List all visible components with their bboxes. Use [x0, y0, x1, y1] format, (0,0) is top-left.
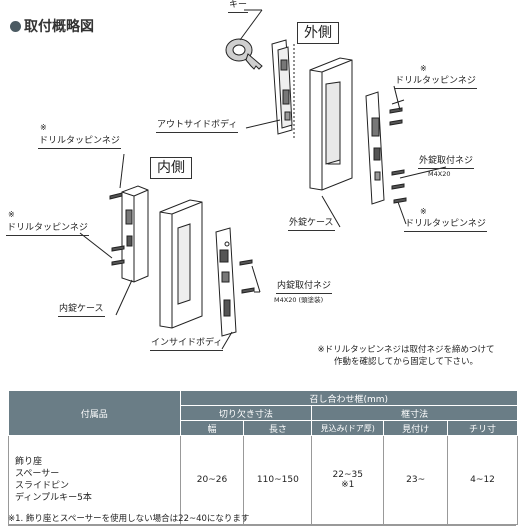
- outside-frame-drawing: [309, 57, 353, 191]
- star-mark: ※: [420, 207, 427, 216]
- diagram-drawing: [79, 9, 447, 350]
- diagram-heading: 取付概略図: [10, 16, 94, 36]
- drill-screw-label-right: ドリルタッピンネジ: [404, 219, 487, 232]
- inner-lock-screws: [239, 259, 255, 294]
- accessory-item: ディンプルキー5本: [15, 493, 92, 503]
- inside-body-label: インサイドボディ: [150, 338, 224, 351]
- heading-text: 取付概略図: [24, 19, 94, 35]
- depth-note: ※1: [341, 480, 355, 490]
- screw-note: ※ドリルタッピンネジは取付ネジを締めつけて 作動を確認してから固定して下さい。: [286, 344, 526, 368]
- inner-lock-screw-size-text: M4X20: [274, 296, 297, 304]
- depth-value: 22~35: [332, 470, 363, 480]
- outside-title: 外側: [297, 22, 339, 44]
- inner-lock-case-drawing: [121, 185, 149, 283]
- spec-table: 付属品 召し合わせ框(mm) 切り欠き寸法 框寸法 幅 長さ 見込み(ドア厚) …: [8, 390, 519, 525]
- length-cell: 110~150: [243, 435, 313, 525]
- outer-lock-screw-size: M4X20: [428, 170, 451, 178]
- outside-screws: [389, 99, 407, 204]
- col-length-header: 長さ: [243, 420, 313, 436]
- drill-screw-label-top: ドリルタッピンネジ: [394, 76, 477, 89]
- drill-screw-label-inside-top: ドリルタッピンネジ: [38, 136, 121, 149]
- chiri-cell: 4~12: [447, 435, 518, 525]
- inside-body-drawing: [215, 227, 237, 337]
- outside-body-label: アウトサイドボディ: [156, 120, 239, 133]
- inner-lock-screw-size: M4X20 (頭塗装): [274, 296, 323, 304]
- star-mark: ※: [40, 123, 47, 132]
- note-line-1: ※ドリルタッピンネジは取付ネジを締めつけて: [317, 345, 495, 355]
- accessories-header: 付属品: [8, 390, 181, 436]
- depth-cell: 22~35 ※1: [311, 435, 385, 525]
- frame-header: 召し合わせ框(mm): [179, 390, 519, 406]
- width-cell: 20~26: [179, 435, 245, 525]
- accessory-item: スライドピン: [15, 481, 70, 491]
- col-depth-header: 見込み(ドア厚): [311, 420, 385, 436]
- outer-lock-screw-label: 外錠取付ネジ: [418, 156, 475, 169]
- cut-header: 切り欠き寸法: [179, 405, 313, 421]
- drill-screw-label-inside-left: ドリルタッピンネジ: [6, 223, 89, 236]
- inner-lock-case-label: 内錠ケース: [58, 304, 105, 317]
- footnote: ※1. 飾り座とスペーサーを使用しない場合は22~40になります: [8, 512, 516, 526]
- key-drawing: [225, 38, 263, 70]
- table-row: 飾り座 スペーサー スライドピン ディンプルキー5本 20~26 110~150…: [8, 435, 518, 525]
- star-mark: ※: [8, 210, 15, 219]
- accessories-cell: 飾り座 スペーサー スライドピン ディンプルキー5本: [8, 435, 181, 525]
- note-line-2: 作動を確認してから固定して下さい。: [334, 357, 478, 367]
- frame-dim-header: 框寸法: [311, 405, 518, 421]
- installation-diagram: 取付概略図 外側 内側 キー アウトサイドボディ ※ ドリルタッピンネジ 外錠取…: [6, 0, 526, 368]
- col-face-header: 見付け: [383, 420, 449, 436]
- col-chiri-header: チリ寸: [447, 420, 518, 436]
- outside-body-drawing: [271, 39, 295, 140]
- outer-lock-case-label: 外錠ケース: [288, 218, 335, 231]
- accessory-item: スペーサー: [15, 469, 60, 479]
- inside-title: 内側: [150, 157, 192, 179]
- inside-frame-drawing: [159, 199, 203, 329]
- star-mark: ※: [420, 64, 427, 73]
- key-label: キー: [228, 0, 249, 13]
- bullet-icon: [10, 20, 21, 32]
- face-cell: 23~: [383, 435, 449, 525]
- outer-lock-drawing: [365, 91, 385, 205]
- col-width-header: 幅: [179, 420, 245, 436]
- inner-lock-screw-label: 内錠取付ネジ: [276, 281, 333, 294]
- inner-screws: [109, 192, 125, 266]
- inner-lock-screw-note: (頭塗装): [298, 296, 324, 304]
- accessory-item: 飾り座: [15, 457, 43, 467]
